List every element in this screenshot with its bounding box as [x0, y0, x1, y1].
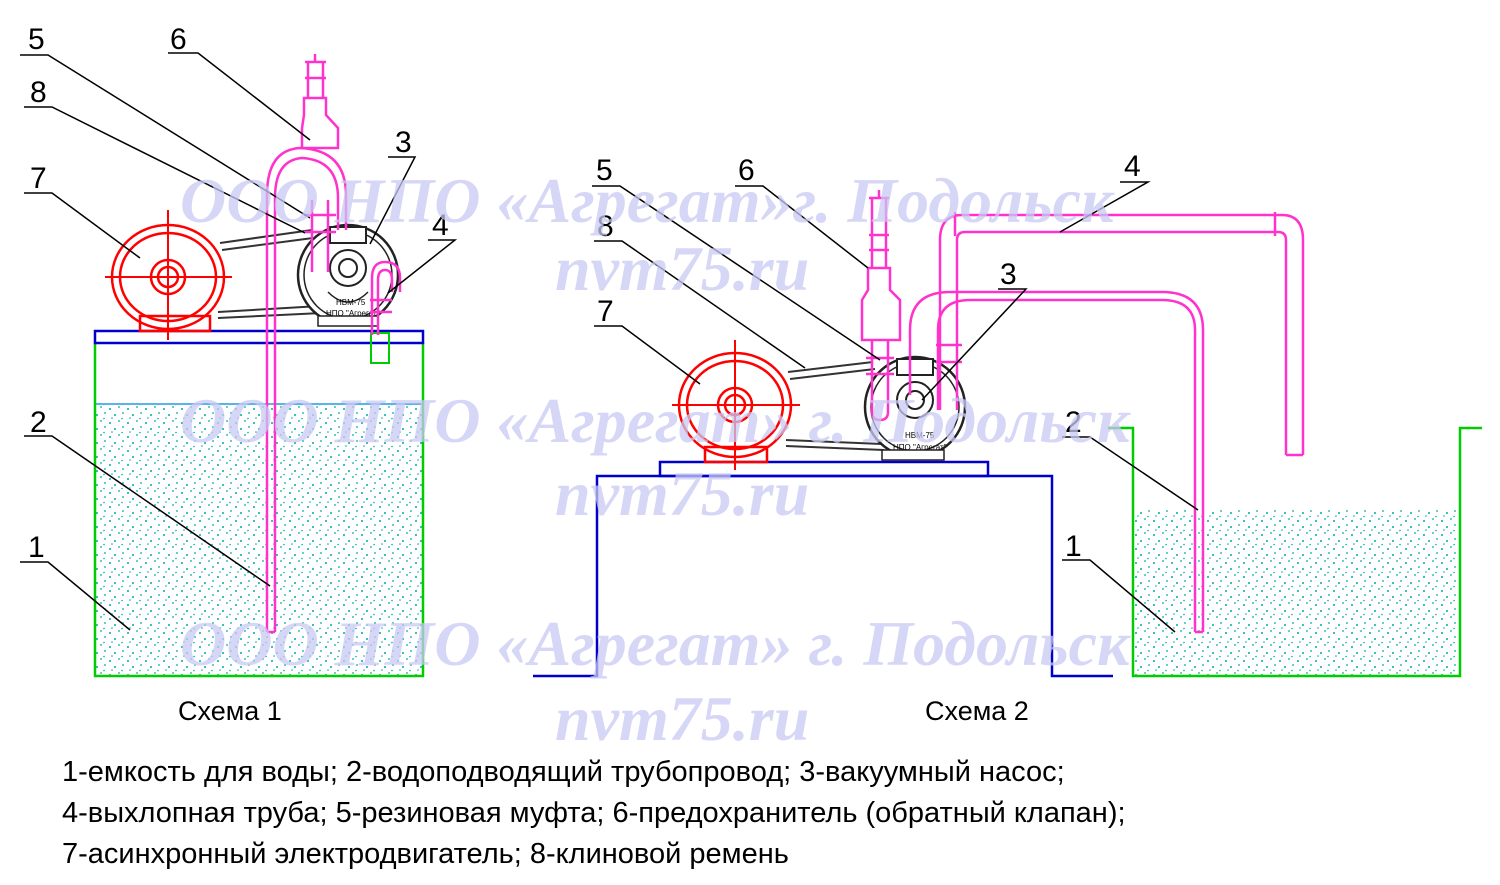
watermarks: ООО НПО «Агрегат»г. Подольск nvm75.ru ОО… — [180, 165, 1131, 754]
scheme-2-caption: Схема 2 — [925, 696, 1029, 726]
legend-line-1: 1-емкость для воды; 2-водоподводящий тру… — [62, 756, 1065, 788]
watermark-company: ООО НПО «Агрегат»г. Подольск — [180, 165, 1115, 236]
callout-6: 6 — [170, 23, 187, 56]
callout-1: 1 — [28, 531, 45, 564]
watermark-site: nvm75.ru — [555, 458, 809, 529]
callout-5: 5 — [596, 154, 613, 187]
pump-maker-label: НПО "Агрегат" — [893, 443, 947, 452]
callout-1: 1 — [1065, 530, 1082, 563]
callout-leaders — [20, 52, 458, 631]
water-tank — [1108, 426, 1482, 678]
callout-2: 2 — [1065, 406, 1082, 439]
callout-6: 6 — [738, 154, 755, 187]
exhaust-outlet — [370, 332, 390, 364]
callout-4: 4 — [1124, 150, 1141, 183]
scheme-1-caption: Схема 1 — [178, 696, 282, 726]
callout-3: 3 — [395, 126, 412, 159]
legend-line-3: 7-асинхронный электродвигатель; 8-клинов… — [62, 838, 789, 870]
scheme-2: НВМ-75 НПО "Агрегат" — [533, 150, 1482, 726]
callout-8: 8 — [597, 210, 614, 243]
callout-numbers: 5 6 8 3 7 4 2 1 — [28, 23, 449, 564]
callout-8: 8 — [30, 76, 47, 109]
watermark-company: ООО НПО «Агрегат» г. Подольск — [180, 385, 1131, 456]
legend-line-2: 4-выхлопная труба; 5-резиновая муфта; 6-… — [62, 797, 1126, 829]
pump-model-label: НВМ-75 — [905, 431, 935, 440]
watermark-site: nvm75.ru — [555, 233, 809, 304]
pipes — [860, 190, 1305, 634]
callout-7: 7 — [30, 162, 47, 195]
water-tank — [93, 343, 425, 678]
callout-5: 5 — [28, 23, 45, 56]
scheme-1: НВМ-75 НПО "Агрегат" — [20, 23, 458, 726]
watermark-company: ООО НПО «Агрегат» г. Подольск — [180, 608, 1131, 679]
callout-numbers: 5 6 4 8 3 7 2 1 — [596, 150, 1141, 563]
legend: 1-емкость для воды; 2-водоподводящий тру… — [62, 752, 1482, 875]
base-plate — [658, 460, 990, 478]
callout-7: 7 — [597, 295, 614, 328]
motor — [672, 340, 800, 470]
belt — [785, 361, 885, 451]
base-plate — [93, 329, 425, 345]
callout-3: 3 — [1000, 258, 1017, 291]
pump-maker-label: НПО "Агрегат" — [326, 309, 380, 318]
callout-2: 2 — [30, 406, 47, 439]
callout-4: 4 — [432, 209, 449, 242]
watermark-site: nvm75.ru — [555, 683, 809, 754]
callout-leaders — [592, 181, 1199, 633]
pump-model-label: НВМ-75 — [336, 298, 366, 307]
motor — [105, 210, 232, 340]
